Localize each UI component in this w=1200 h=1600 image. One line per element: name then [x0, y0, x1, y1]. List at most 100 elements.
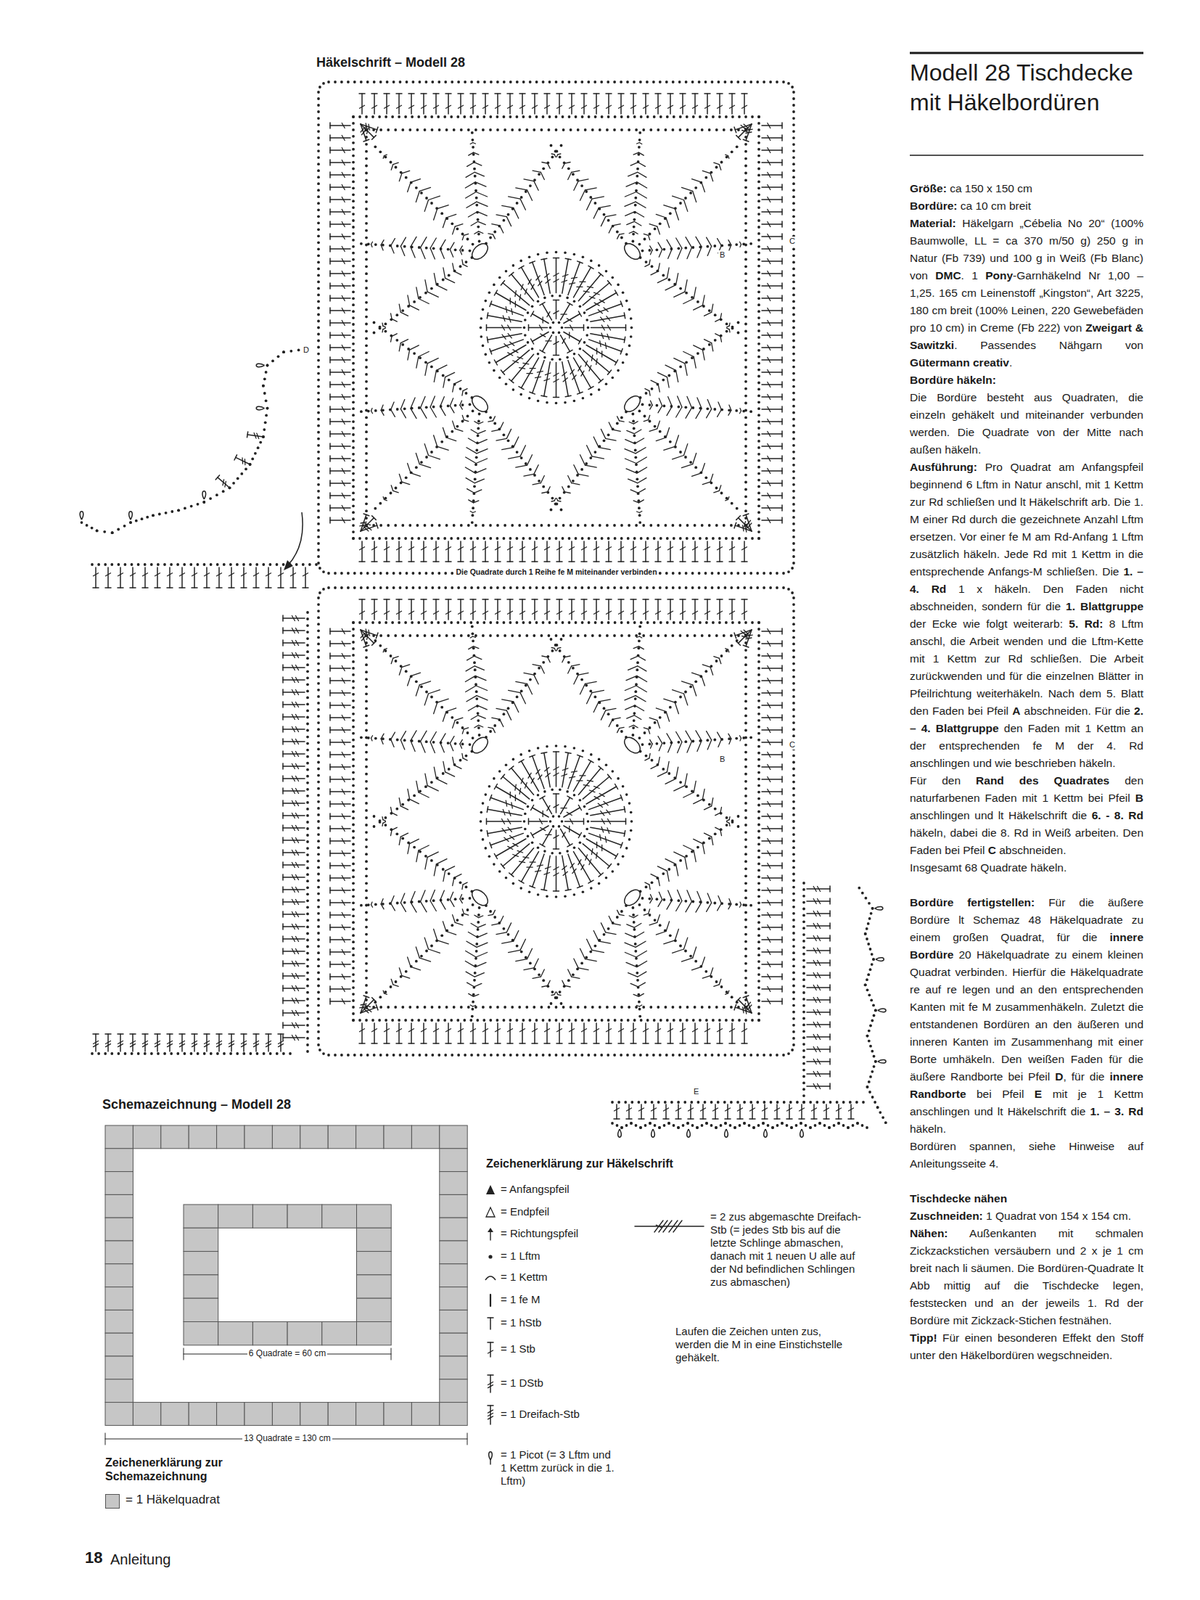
leaf-group: [399, 173, 402, 182]
leaf-group: [391, 485, 394, 492]
leaf-group: [541, 166, 545, 170]
leaf-group: [677, 405, 681, 409]
leaf-group: [667, 374, 671, 378]
leaf-group: [692, 190, 697, 202]
chain-frame: [423, 128, 427, 132]
chain-frame: [744, 315, 748, 319]
chain-frame: [364, 422, 368, 426]
chain-frame: [715, 523, 719, 527]
chain-frame: [364, 337, 368, 341]
center-motif: [552, 331, 556, 335]
leaf-group: [373, 145, 377, 149]
square-border: [366, 586, 370, 590]
leaf-group: [454, 380, 462, 384]
square-border: [392, 586, 396, 590]
leaf-group: [528, 467, 532, 471]
chain-frame: [410, 536, 414, 540]
square-border: [613, 80, 616, 84]
leaf-group: [428, 455, 441, 460]
square-border: [346, 586, 350, 590]
chain-frame: [664, 523, 668, 527]
chain-frame: [744, 343, 748, 347]
leaf-group: [684, 291, 688, 295]
chain-frame: [722, 523, 726, 527]
leaf-group: [449, 405, 455, 413]
leaf-group: [452, 226, 456, 235]
leaf-group: [454, 248, 458, 252]
chain-frame: [417, 115, 421, 119]
chain-frame: [548, 536, 552, 540]
leaf-group: [443, 267, 446, 278]
square-border: [792, 261, 796, 265]
square-border: [678, 586, 682, 590]
leaf-group: [533, 465, 539, 475]
chain-frame: [744, 293, 748, 297]
chain-frame: [744, 322, 748, 326]
leaf-group: [705, 407, 709, 410]
square-border: [792, 155, 796, 159]
chain-frame: [351, 498, 355, 502]
leaf-group: [571, 483, 580, 485]
square-border: [372, 80, 376, 84]
square-border: [317, 110, 320, 114]
square-border: [522, 80, 526, 84]
leaf-group: [470, 221, 479, 226]
chain-frame: [757, 134, 761, 138]
leaf-group: [493, 230, 497, 234]
chain-frame: [581, 536, 585, 540]
leaf-group: [372, 331, 376, 335]
square-border: [755, 80, 759, 84]
square-border: [792, 90, 796, 94]
leaf-group: [668, 248, 673, 259]
square-border: [317, 450, 320, 454]
chain-frame: [364, 251, 368, 254]
leaf-group: [396, 407, 400, 411]
square-border: [509, 80, 513, 84]
leaf-group: [465, 457, 476, 464]
square-border: [792, 463, 796, 467]
leaf-group: [443, 377, 446, 388]
square-border: [729, 571, 733, 575]
square-border: [317, 359, 320, 363]
chain-frame: [364, 322, 368, 326]
chain-frame: [351, 161, 355, 164]
chain-frame: [351, 355, 355, 359]
square-border: [502, 586, 506, 590]
chain-frame: [364, 473, 368, 477]
chain-frame: [744, 142, 748, 146]
chain-frame: [757, 388, 761, 392]
leaf-group: [374, 243, 378, 246]
chain-frame: [679, 536, 682, 540]
chain-frame: [467, 128, 471, 132]
leaf-group: [430, 237, 437, 249]
leaf-group: [617, 416, 620, 421]
chain-frame: [757, 420, 761, 423]
leaf-group: [677, 396, 682, 408]
chain-frame: [351, 446, 355, 450]
leaf-group: [679, 450, 682, 454]
leaf-group: [454, 404, 458, 408]
chain-frame: [351, 485, 355, 489]
leaf-group: [403, 245, 407, 249]
chain-frame: [757, 322, 761, 326]
center-motif: [583, 340, 587, 344]
square-border: [787, 570, 791, 574]
chain-frame: [423, 115, 427, 119]
chain-frame: [364, 365, 368, 369]
chain-frame: [744, 264, 748, 268]
center-motif: [536, 352, 540, 356]
chain-frame: [502, 115, 506, 119]
chain-frame: [679, 128, 682, 132]
leaf-group: [710, 473, 714, 482]
chain-frame: [351, 192, 355, 196]
center-motif: [605, 269, 608, 273]
leaf-group: [449, 242, 455, 250]
leaf-group: [638, 138, 642, 142]
leaf-group: [658, 249, 662, 257]
leaf-group: [668, 440, 672, 444]
leaf-group: [658, 263, 660, 272]
chain-frame: [724, 115, 728, 119]
chain-frame: [379, 128, 383, 132]
leaf-group: [580, 454, 586, 466]
leaf-group: [679, 287, 682, 291]
